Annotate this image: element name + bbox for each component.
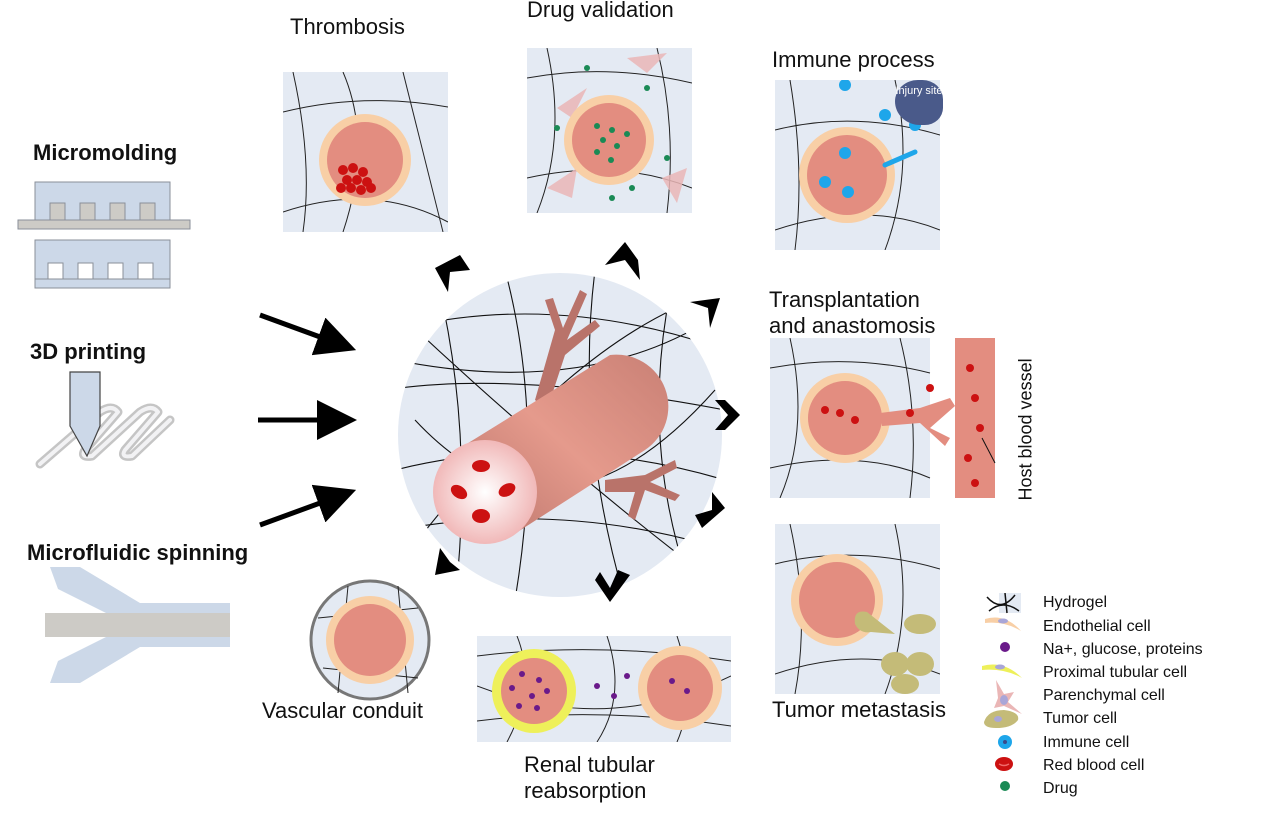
chevron-thrombosis [435,255,470,292]
legend-label-proximal: Proximal tubular cell [1043,664,1188,681]
vessel-branches [535,290,680,520]
chevron-vascular-conduit [435,548,460,575]
title-transplantation-line2: and anastomosis [769,313,936,338]
title-renal-line2: reabsorption [524,778,647,803]
panel-vascular-conduit [309,579,431,701]
method-title-micromolding: Micromolding [33,140,178,165]
legend-label-parenchymal: Parenchymal cell [1043,687,1165,704]
chevron-transplantation [715,400,740,430]
title-vascular-conduit: Vascular conduit [262,698,424,723]
application-chevrons [435,242,740,602]
micromolding-icon [17,181,191,289]
central-vessel-hydrogel [398,273,722,597]
chevron-tumor [695,492,725,528]
chevron-renal [595,570,630,602]
legend-label-tumor: Tumor cell [1043,710,1118,727]
legend-label-immune: Immune cell [1043,734,1130,751]
title-tumor-metastasis: Tumor metastasis [772,697,947,722]
drug-dot-icon [1000,781,1010,791]
arrow-microfluidic-spinning [259,484,357,528]
central-red-blood-cells [450,460,516,523]
chevron-drug-validation [605,242,640,280]
title-drug-validation: Drug validation [527,0,674,22]
legend-label-endothelial: Endothelial cell [1043,618,1151,635]
panel-transplantation [770,338,996,498]
parenchymal-cell-icon [994,680,1022,714]
legend-label-hydrogel: Hydrogel [1043,594,1108,611]
solute-dot-icon [1000,642,1010,652]
3d-printing-icon [35,371,175,469]
panel-renal-tubular [477,636,731,742]
legend-label-rbc: Red blood cell [1043,757,1145,774]
tumor-cell-icon [984,710,1019,728]
hydrogel-icon [986,593,1021,614]
method-title-microfluidic-spinning: Microfluidic spinning [27,540,249,565]
arrow-micromolding [259,312,357,356]
host-blood-vessel-label-wrap: Host blood vessel [1013,330,1037,500]
panel-tumor-metastasis [775,524,940,694]
legend-label-solute: Na+, glucose, proteins [1043,641,1203,658]
proximal-tubular-cell-icon [982,664,1022,678]
injury-site-callout: Injury site [895,80,943,125]
panel-drug-validation [527,48,692,213]
method-arrows [258,312,357,528]
method-title-3d-printing: 3D printing [30,339,147,364]
title-immune-process: Immune process [772,47,935,72]
microfluidic-spinning-icon [45,567,230,683]
host-blood-vessel-label: Host blood vessel [1015,358,1036,501]
chevron-immune [690,298,720,328]
endothelial-cell-icon [985,617,1021,631]
panel-thrombosis [283,72,448,232]
title-transplantation-line1: Transplantation [769,287,920,312]
legend-label-drug: Drug [1043,780,1078,797]
immune-cell-icon [998,735,1012,749]
red-blood-cell-icon [995,757,1013,771]
title-renal-line1: Renal tubular [524,752,655,777]
title-thrombosis: Thrombosis [290,14,405,39]
